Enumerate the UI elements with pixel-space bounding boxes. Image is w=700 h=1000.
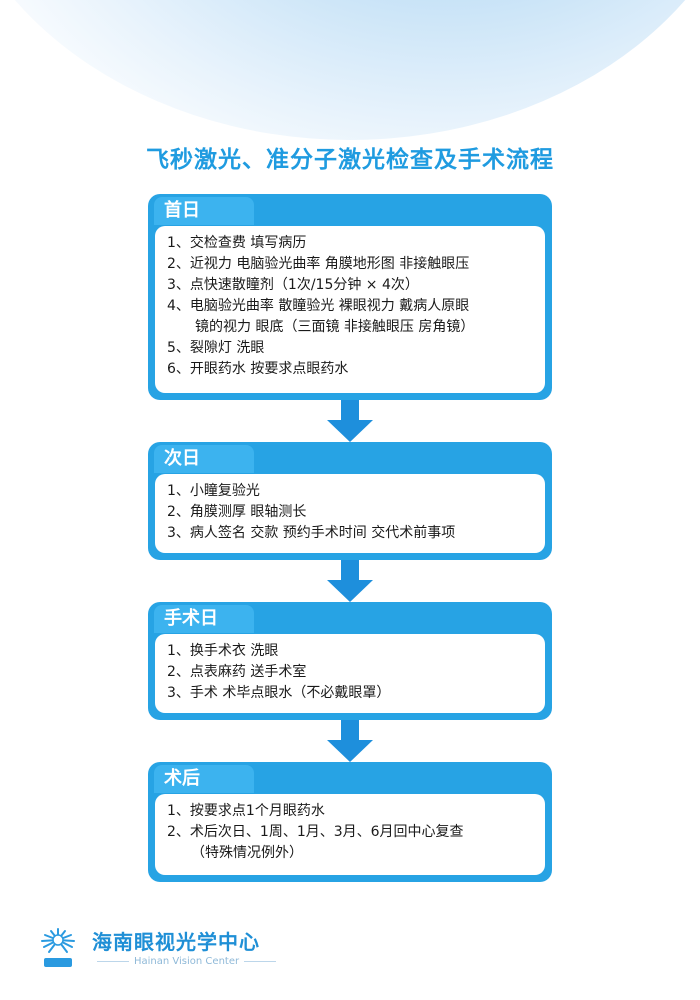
list-item: 2、角膜测厚 眼轴测长	[167, 504, 307, 520]
eye-sunburst-icon	[41, 928, 75, 967]
list-item: 4、电脑验光曲率 散瞳验光 裸眼视力 戴病人原眼镜的视力 眼底（三面镜 非接触眼…	[167, 298, 475, 335]
step-body: 1、按要求点1个月眼药水 2、术后次日、1周、1月、3月、6月回中心复查（特殊情…	[155, 794, 545, 875]
step-heading: 手术日	[164, 608, 218, 629]
step-tab	[154, 605, 254, 633]
step-heading: 术后	[164, 768, 200, 789]
step-list: 1、换手术衣 洗眼 2、点表麻药 送手术室 3、手术 术毕点眼水（不必戴眼罩）	[167, 641, 535, 704]
list-item: 1、换手术衣 洗眼	[167, 643, 279, 659]
list-item: 2、近视力 电脑验光曲率 角膜地形图 非接触眼压	[167, 256, 470, 272]
down-arrow-icon	[327, 400, 373, 442]
step-body: 1、小瞳复验光 2、角膜测厚 眼轴测长 3、病人签名 交款 预约手术时间 交代术…	[155, 474, 545, 553]
down-arrow-icon	[327, 720, 373, 762]
list-item: 2、术后次日、1周、1月、3月、6月回中心复查（特殊情况例外）	[167, 824, 464, 861]
step-list: 1、交检查费 填写病历 2、近视力 电脑验光曲率 角膜地形图 非接触眼压 3、点…	[167, 233, 535, 380]
top-background-glow	[0, 0, 700, 150]
step-tab	[154, 445, 254, 473]
list-item: 1、交检查费 填写病历	[167, 235, 307, 251]
list-item: 3、手术 术毕点眼水（不必戴眼罩）	[167, 685, 391, 701]
list-item: 2、点表麻药 送手术室	[167, 664, 307, 680]
list-item: 1、按要求点1个月眼药水	[167, 803, 325, 819]
center-english-name: Hainan Vision Center	[92, 956, 281, 967]
list-item: 6、开眼药水 按要求点眼药水	[167, 361, 349, 377]
list-item: 5、裂隙灯 洗眼	[167, 340, 265, 356]
step-list: 1、小瞳复验光 2、角膜测厚 眼轴测长 3、病人签名 交款 预约手术时间 交代术…	[167, 481, 535, 544]
down-arrow-icon	[327, 560, 373, 602]
center-name: 海南眼视光学中心	[92, 930, 260, 954]
step-first-day: 首日 1、交检查费 填写病历 2、近视力 电脑验光曲率 角膜地形图 非接触眼压 …	[148, 194, 552, 400]
step-post-op: 术后 1、按要求点1个月眼药水 2、术后次日、1周、1月、3月、6月回中心复查（…	[148, 762, 552, 882]
page-title: 飞秒激光、准分子激光检查及手术流程	[146, 147, 554, 173]
step-heading: 次日	[164, 448, 200, 469]
step-body: 1、换手术衣 洗眼 2、点表麻药 送手术室 3、手术 术毕点眼水（不必戴眼罩）	[155, 634, 545, 713]
list-item: 3、点快速散瞳剂（1次/15分钟 × 4次）	[167, 277, 419, 293]
list-item: 3、病人签名 交款 预约手术时间 交代术前事项	[167, 525, 456, 541]
step-surgery-day: 手术日 1、换手术衣 洗眼 2、点表麻药 送手术室 3、手术 术毕点眼水（不必戴…	[148, 602, 552, 720]
step-heading: 首日	[164, 200, 200, 221]
step-list: 1、按要求点1个月眼药水 2、术后次日、1周、1月、3月、6月回中心复查（特殊情…	[167, 801, 535, 864]
step-second-day: 次日 1、小瞳复验光 2、角膜测厚 眼轴测长 3、病人签名 交款 预约手术时间 …	[148, 442, 552, 560]
list-item: 1、小瞳复验光	[167, 483, 260, 499]
step-tab	[154, 765, 254, 793]
step-body: 1、交检查费 填写病历 2、近视力 电脑验光曲率 角膜地形图 非接触眼压 3、点…	[155, 226, 545, 393]
step-tab	[154, 197, 254, 225]
